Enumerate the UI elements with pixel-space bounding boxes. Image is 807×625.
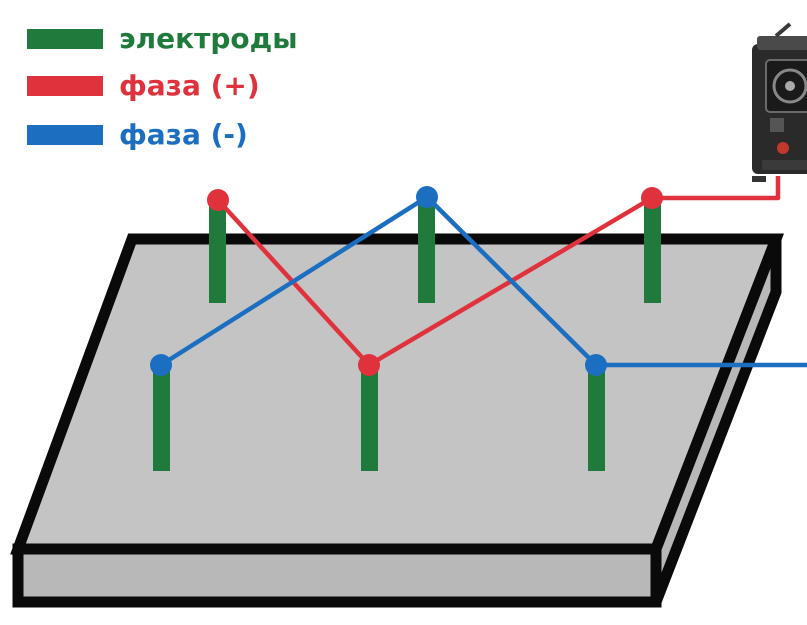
- phase-plus-node-back-left: [207, 189, 229, 211]
- phase-plus-node-front-middle: [358, 354, 380, 376]
- legend-swatch-electrodes: [27, 29, 103, 49]
- phase-plus-node-back-right: [641, 187, 663, 209]
- electrode-front-middle: [361, 365, 378, 471]
- legend-swatch-phase-plus: [27, 76, 103, 96]
- electrode-front-left: [153, 365, 170, 471]
- electrode-back-left: [209, 200, 226, 303]
- legend-label-electrodes: электроды: [119, 25, 298, 53]
- electrode-back-middle: [418, 197, 435, 303]
- legend-item-phase-minus: фаза (-): [27, 123, 248, 147]
- concrete-slab: [18, 239, 776, 602]
- welding-transformer-icon: [752, 24, 807, 182]
- slab-top-face: [18, 239, 776, 549]
- legend-label-phase-plus: фаза (+): [119, 72, 260, 100]
- legend-item-electrodes: электроды: [27, 27, 298, 51]
- phase-minus-node-back-middle: [416, 186, 438, 208]
- phase-minus-node-front-right: [585, 354, 607, 376]
- slab-front-face: [18, 549, 656, 602]
- electrode-front-right: [588, 365, 605, 471]
- legend-item-phase-plus: фаза (+): [27, 74, 260, 98]
- electrode-back-right: [644, 198, 661, 303]
- legend-label-phase-minus: фаза (-): [119, 121, 248, 149]
- legend-swatch-phase-minus: [27, 125, 103, 145]
- phase-minus-node-front-left: [150, 354, 172, 376]
